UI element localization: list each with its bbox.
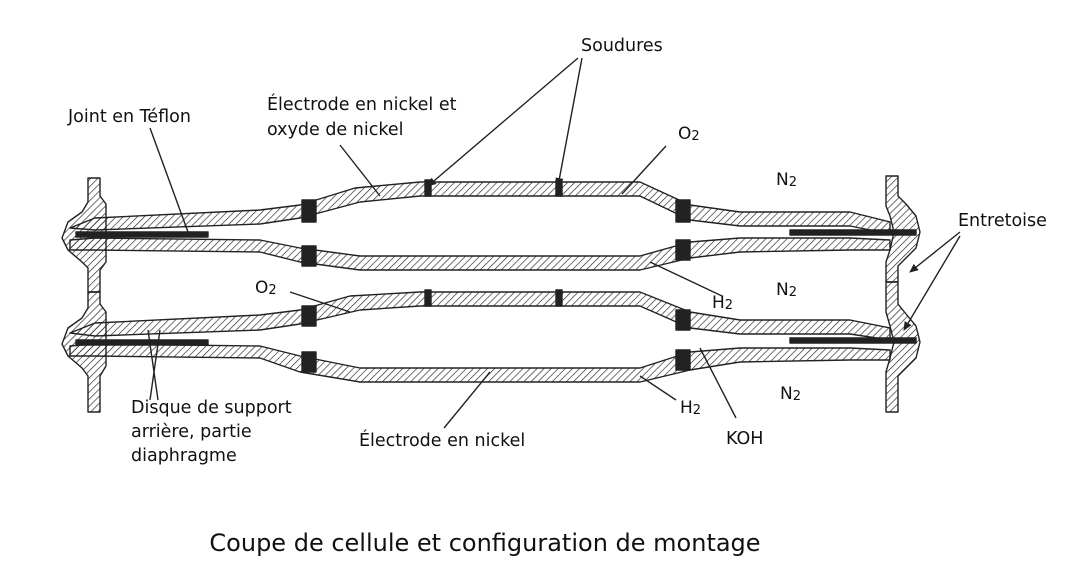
gas-subscript: 2 <box>692 403 702 418</box>
cell-assembly <box>61 175 921 413</box>
gas-subscript: 2 <box>792 389 801 404</box>
leader-lines <box>147 57 961 429</box>
label-koh: KOH <box>726 429 764 449</box>
label-electrode-nickel: Électrode en nickel <box>359 431 526 451</box>
weld-marks <box>301 179 691 373</box>
lower-bottom-plate <box>69 343 891 383</box>
gas-subscript: 2 <box>724 298 734 313</box>
teflon-gasket-right-lower <box>789 337 917 344</box>
right-flange-upper <box>885 175 921 283</box>
label-entretoise: Entretoise <box>958 211 1047 231</box>
gas-subscript: 2 <box>268 283 277 298</box>
gas-subscript: 2 <box>788 175 797 190</box>
gas-o2-mid: O2 <box>255 278 277 301</box>
label-joint-teflon: Joint en Téflon <box>68 107 191 127</box>
right-flange-lower <box>885 281 921 413</box>
gas-symbol: N <box>776 280 789 300</box>
teflon-gasket-left-upper <box>75 231 209 238</box>
gas-h2-mid: H2 <box>712 293 733 316</box>
label-disque-line2: arrière, partie <box>131 422 252 442</box>
gas-subscript: 2 <box>691 129 700 144</box>
left-flange-lower <box>61 291 107 413</box>
teflon-gasket-left-lower <box>75 339 209 346</box>
figure-caption: Coupe de cellule et configuration de mon… <box>209 529 761 557</box>
label-disque-line1: Disque de support <box>131 398 292 418</box>
gas-symbol: O <box>255 278 269 298</box>
gas-subscript: 2 <box>788 285 797 300</box>
upper-top-plate <box>69 181 891 235</box>
lower-top-plate <box>69 291 891 341</box>
label-electrode-nickel-oxyde-line2: oxyde de nickel <box>267 120 404 140</box>
label-soudures: Soudures <box>581 36 663 56</box>
gas-symbol: O <box>678 124 692 144</box>
upper-bottom-plate <box>69 237 891 271</box>
gas-symbol: H <box>712 293 725 313</box>
gas-n2-top: N2 <box>776 170 797 193</box>
gas-n2-mid: N2 <box>776 280 797 303</box>
gas-symbol: H <box>680 398 693 418</box>
gas-h2-bottom: H2 <box>680 398 701 421</box>
teflon-gasket-right-upper <box>789 229 917 236</box>
label-electrode-nickel-oxyde-line1: Électrode en nickel et <box>267 95 457 115</box>
gas-symbol: N <box>780 384 793 404</box>
gas-n2-bottom: N2 <box>780 384 801 407</box>
gas-symbol: N <box>776 170 789 190</box>
gas-o2-top: O2 <box>678 124 700 147</box>
label-disque-line3: diaphragme <box>131 446 237 466</box>
